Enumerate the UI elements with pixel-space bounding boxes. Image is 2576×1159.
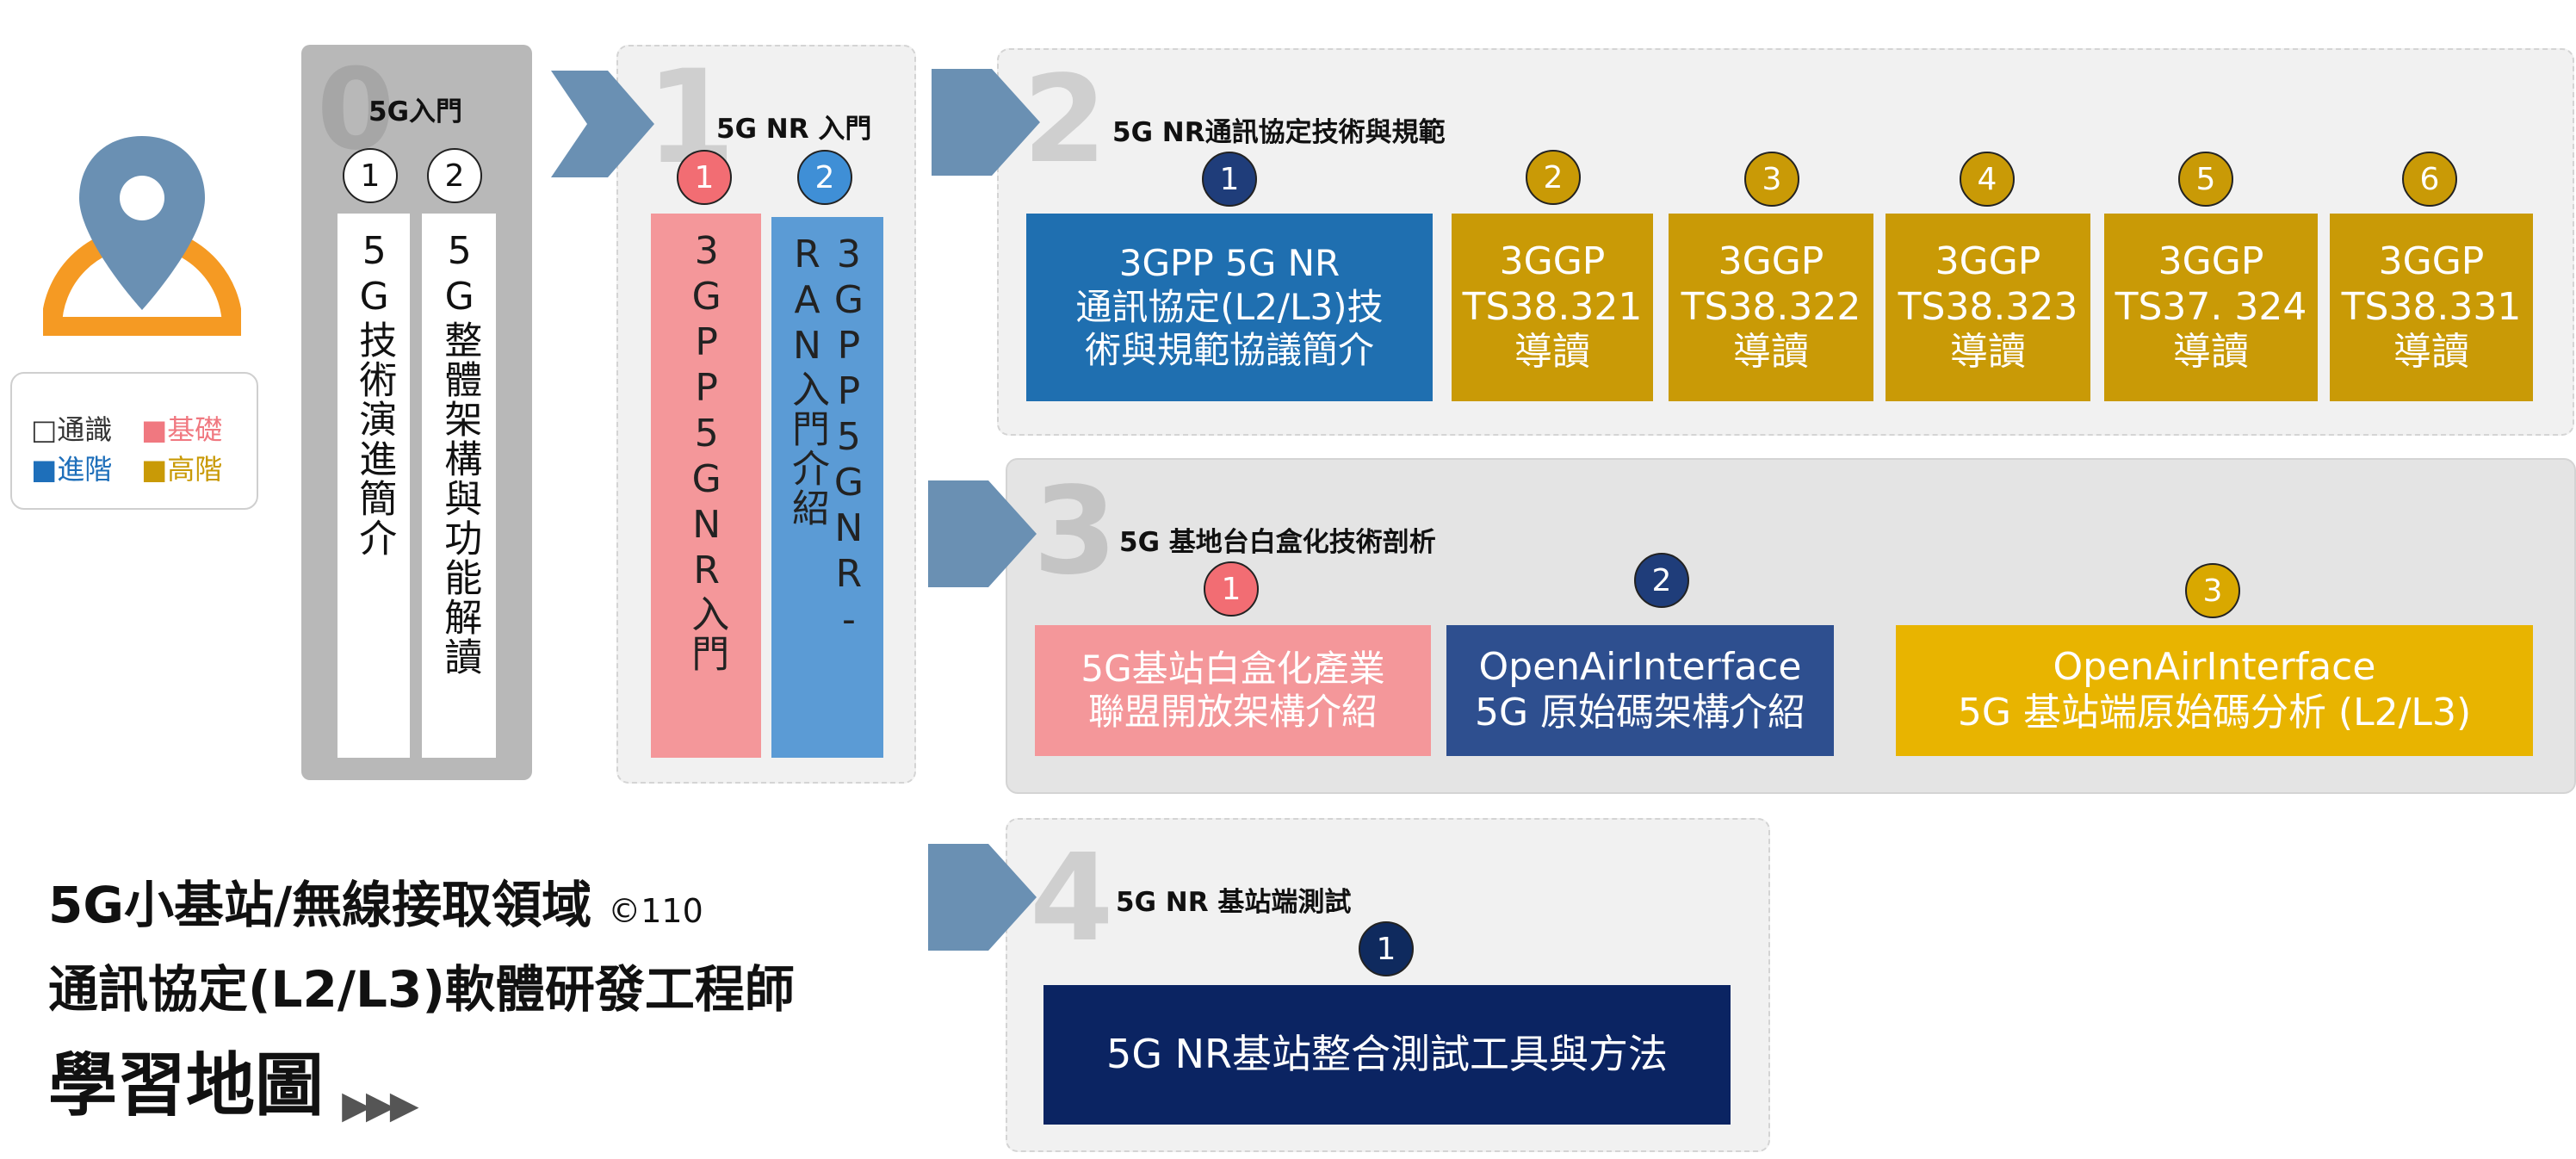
chevron-arrow-icon <box>928 480 1037 587</box>
course-card-ts38-321[interactable]: 3GGP TS38.321 導讀 <box>1452 214 1653 401</box>
legend-item-advanced: ■進階 <box>31 448 112 487</box>
course-card-whitebox-alliance[interactable]: 5G基站白盒化產業 聯盟開放架構介紹 <box>1035 625 1431 756</box>
map-pin-icon <box>43 136 241 336</box>
course-card-5g-evolution[interactable]: 5G技術演進簡介 <box>337 214 410 758</box>
triple-arrow-icon: ▶▶▶ <box>342 1083 418 1127</box>
course-card-oai-source-analysis[interactable]: OpenAirInterface 5G 基站端原始碼分析 (L2/L3) <box>1896 625 2533 756</box>
legend-label: 高階 <box>167 453 223 486</box>
course-card-5g-architecture[interactable]: 5G整體架構與功能解讀 <box>422 214 496 758</box>
course-card-3gpp-5gnr-intro[interactable]: 3GPP5GNR入門 <box>651 214 761 758</box>
chevron-arrow-icon <box>928 844 1037 951</box>
section-0-number: 0 <box>317 44 395 175</box>
footer-line-3: 學習地圖 <box>48 1045 324 1125</box>
course-card-oai-architecture[interactable]: OpenAirInterface 5G 原始碼架構介紹 <box>1446 625 1834 756</box>
footer-line-1: 5G小基站/無線接取領域 <box>48 876 592 934</box>
section-3-number: 3 <box>1033 462 1118 602</box>
step-badge: 2 <box>1634 553 1689 608</box>
legend-item-general: □通識 <box>31 408 112 448</box>
step-badge: 4 <box>1960 152 2015 207</box>
section-1-title: 5G NR 入門 <box>716 114 872 145</box>
step-badge: 1 <box>1359 921 1414 976</box>
course-card-5gnr-integration-testing[interactable]: 5G NR基站整合測試工具與方法 <box>1043 985 1731 1125</box>
course-card-ts38-331[interactable]: 3GGP TS38.331 導讀 <box>2330 214 2533 401</box>
legend-swatch: ■ <box>31 453 58 486</box>
step-badge: 1 <box>677 150 732 205</box>
legend-swatch: □ <box>31 413 58 446</box>
legend: □通識 ■基礎 ■進階 ■高階 <box>10 372 258 510</box>
legend-item-expert: ■高階 <box>141 448 222 487</box>
legend-label: 進階 <box>57 453 113 486</box>
chevron-arrow-icon <box>551 71 654 177</box>
step-badge: 2 <box>1526 150 1581 205</box>
step-badge: 1 <box>1202 152 1257 207</box>
step-badge: 3 <box>1744 152 1799 207</box>
step-badge: 2 <box>797 150 852 205</box>
legend-item-basic: ■基礎 <box>141 408 222 448</box>
section-3-title: 5G 基地台白盒化技術剖析 <box>1119 527 1436 558</box>
step-badge: 1 <box>1204 561 1259 617</box>
copyright-label: ©110 <box>608 892 703 930</box>
section-4-title: 5G NR 基站端測試 <box>1116 887 1352 918</box>
course-card-ts38-322[interactable]: 3GGP TS38.322 導讀 <box>1669 214 1873 401</box>
step-badge: 6 <box>2402 152 2457 207</box>
step-badge: 3 <box>2185 563 2240 618</box>
chevron-arrow-icon <box>932 69 1040 176</box>
section-4-number: 4 <box>1030 828 1114 969</box>
legend-label: 基礎 <box>167 413 223 446</box>
section-2-title: 5G NR通訊協定技術與規範 <box>1112 117 1446 148</box>
section-0-title: 5G入門 <box>368 96 463 127</box>
course-title: 5G整體架構與功能解讀 <box>437 229 482 677</box>
course-card-3gpp-5gnr-ran-intro[interactable]: 3GPP5GNR-RAN入門介紹 <box>771 217 883 758</box>
course-title: 3GPP5GNR-RAN入門介紹 <box>785 232 871 643</box>
course-card-ts37-324[interactable]: 3GGP TS37. 324 導讀 <box>2104 214 2318 401</box>
legend-swatch: ■ <box>141 453 168 486</box>
legend-swatch: ■ <box>141 413 168 446</box>
step-badge: 2 <box>427 148 482 203</box>
course-title: 3GPP5GNR入門 <box>684 229 729 673</box>
course-card-ts38-323[interactable]: 3GGP TS38.323 導讀 <box>1886 214 2090 401</box>
footer-line-2: 通訊協定(L2/L3)軟體研發工程師 <box>48 960 795 1019</box>
footer-title-block: 5G小基站/無線接取領域 ©110 通訊協定(L2/L3)軟體研發工程師 學習地… <box>48 865 909 1130</box>
legend-label: 通識 <box>57 413 113 446</box>
step-badge: 1 <box>343 148 398 203</box>
course-card-3gpp-protocol-overview[interactable]: 3GPP 5G NR 通訊協定(L2/L3)技 術與規範協議簡介 <box>1026 214 1433 401</box>
course-title: 5G技術演進簡介 <box>352 229 397 558</box>
step-badge: 5 <box>2178 152 2233 207</box>
